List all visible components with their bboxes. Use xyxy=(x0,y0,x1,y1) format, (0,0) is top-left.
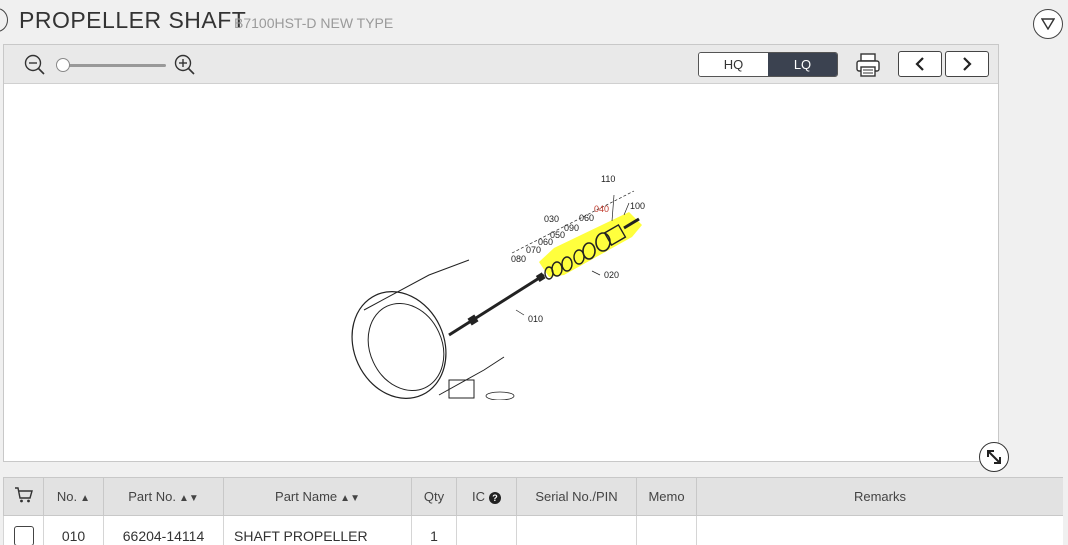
part-name-header-label: Part Name xyxy=(275,489,338,504)
table-row[interactable]: 010 66204-14114 SHAFT PROPELLER 1 xyxy=(3,515,1063,545)
memo-column-header: Memo xyxy=(636,477,697,516)
page-header: PROPELLER SHAFT B7100HST-D NEW TYPE xyxy=(0,0,1068,44)
lq-button[interactable]: LQ xyxy=(768,53,837,76)
row-no: 010 xyxy=(43,515,104,545)
callout-020[interactable]: 020 xyxy=(604,270,619,280)
cart-checkbox-cell xyxy=(3,515,44,545)
row-ic xyxy=(456,515,517,545)
cart-column-header xyxy=(3,477,44,516)
parts-diagram[interactable]: 110 100 040 060 090 030 050 060 070 080 … xyxy=(344,125,654,400)
row-remarks xyxy=(696,515,1063,545)
row-part-name: SHAFT PROPELLER xyxy=(223,515,412,545)
ic-column-header: IC? xyxy=(456,477,517,516)
zoom-slider-handle[interactable] xyxy=(56,58,70,72)
chevron-left-icon xyxy=(915,57,924,71)
next-button[interactable] xyxy=(945,51,989,77)
callout-070[interactable]: 070 xyxy=(526,245,541,255)
collapse-button[interactable] xyxy=(1033,9,1063,39)
ic-header-label: IC xyxy=(472,489,485,504)
callout-060-a[interactable]: 060 xyxy=(579,213,594,223)
no-column-header[interactable]: No.▲ xyxy=(43,477,104,516)
collapse-icon xyxy=(1041,18,1055,30)
expand-icon xyxy=(987,450,1001,464)
hq-button[interactable]: HQ xyxy=(699,53,768,76)
callout-100[interactable]: 100 xyxy=(630,201,645,211)
viewer-toolbar: HQ LQ xyxy=(4,45,998,84)
table-header-row: No.▲ Part No.▲▼ Part Name▲▼ Qty IC? Seri… xyxy=(3,477,1063,516)
callout-010[interactable]: 010 xyxy=(528,314,543,324)
chevron-right-icon xyxy=(963,57,972,71)
row-memo[interactable] xyxy=(636,515,697,545)
previous-button[interactable] xyxy=(898,51,942,77)
housing-inner xyxy=(367,302,445,392)
remarks-column-header: Remarks xyxy=(696,477,1063,516)
callout-060-b[interactable]: 060 xyxy=(538,237,553,247)
zoom-slider[interactable] xyxy=(56,58,166,72)
cart-icon xyxy=(14,487,33,503)
page-subtitle: B7100HST-D NEW TYPE xyxy=(234,15,394,31)
sort-icon: ▲▼ xyxy=(340,493,360,504)
housing-flange xyxy=(351,291,447,399)
row-qty: 1 xyxy=(411,515,457,545)
row-serial xyxy=(516,515,637,545)
highlight-area xyxy=(539,212,642,277)
info-icon[interactable]: ? xyxy=(489,491,501,504)
sort-asc-icon: ▲ xyxy=(80,493,91,504)
add-to-cart-checkbox[interactable] xyxy=(13,525,34,545)
callout-030[interactable]: 030 xyxy=(544,214,559,224)
sort-icon: ▲▼ xyxy=(178,493,199,504)
part-no-header-label: Part No. xyxy=(128,489,176,504)
callout-080[interactable]: 080 xyxy=(511,254,526,264)
back-icon[interactable] xyxy=(0,8,8,32)
reference-stamp xyxy=(485,391,515,400)
serial-column-header: Serial No./PIN xyxy=(516,477,637,516)
page-title: PROPELLER SHAFT xyxy=(19,7,247,33)
no-header-label: No. xyxy=(56,489,78,504)
callout-110[interactable]: 110 xyxy=(601,174,615,184)
quality-toggle: HQ LQ xyxy=(698,52,838,77)
propeller-shaft xyxy=(448,273,545,337)
row-part-no: 66204-14114 xyxy=(103,515,224,545)
expand-button[interactable] xyxy=(979,442,1009,472)
part-no-column-header[interactable]: Part No.▲▼ xyxy=(103,477,224,516)
callout-040[interactable]: 040 xyxy=(594,204,609,214)
zoom-out-icon[interactable] xyxy=(24,54,46,76)
part-name-column-header[interactable]: Part Name▲▼ xyxy=(223,477,412,516)
diagram-viewer: HQ LQ xyxy=(3,44,999,462)
parts-table: No.▲ Part No.▲▼ Part Name▲▼ Qty IC? Seri… xyxy=(3,477,1063,545)
zoom-in-icon[interactable] xyxy=(174,54,196,76)
parts-table-container: No.▲ Part No.▲▼ Part Name▲▼ Qty IC? Seri… xyxy=(3,477,1063,545)
callout-090[interactable]: 090 xyxy=(564,223,579,233)
qty-column-header: Qty xyxy=(411,477,457,516)
print-icon[interactable] xyxy=(854,51,882,79)
callout-050[interactable]: 050 xyxy=(550,230,565,240)
zoom-slider-track xyxy=(62,64,166,67)
